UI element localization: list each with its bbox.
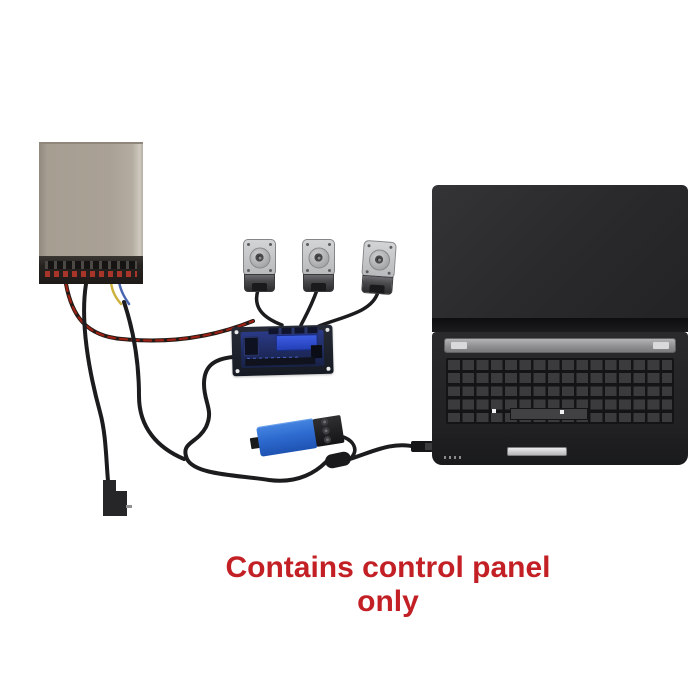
- adapter-terminal-block: [312, 414, 345, 447]
- keyboard: [446, 358, 674, 424]
- screw-icon: [328, 269, 331, 272]
- motor-rotor: [249, 247, 270, 268]
- power-supply-body: [39, 142, 143, 256]
- power-plug-prong: [126, 505, 132, 508]
- cable-motor-3: [317, 290, 380, 328]
- motor-body: [361, 274, 394, 296]
- screw-icon: [365, 270, 369, 274]
- terminal-screws: [45, 261, 137, 269]
- motor-faceplate: [302, 239, 335, 276]
- motor-shaft: [255, 253, 264, 262]
- board-bottom-connector: [245, 357, 316, 366]
- power-supply-terminal-strip: [39, 256, 143, 284]
- screw-icon: [269, 243, 272, 246]
- cable-power-red: [64, 282, 255, 342]
- power-supply: [39, 142, 143, 284]
- cable-motor-2: [299, 288, 319, 327]
- laptop-deck: [432, 332, 688, 465]
- cable-motor-1: [254, 288, 284, 327]
- screw-icon: [235, 369, 240, 374]
- motor-body: [303, 274, 334, 292]
- screw-icon: [328, 243, 331, 246]
- laptop-lid: [432, 185, 688, 318]
- key-highlight: [560, 410, 564, 414]
- power-plug: [103, 480, 127, 516]
- board-chip: [243, 336, 260, 357]
- terminal-screw-icon: [322, 426, 331, 435]
- stepper-motor-3: [360, 239, 397, 296]
- screw-icon: [367, 244, 371, 248]
- screw-icon: [306, 243, 309, 246]
- terminal-screw-icon: [323, 435, 332, 444]
- screw-icon: [326, 366, 331, 371]
- wire-blue: [117, 280, 131, 306]
- board-pcb: [240, 327, 325, 369]
- screw-icon: [247, 269, 250, 272]
- speaker-grille: [444, 338, 676, 353]
- status-leds: [444, 456, 462, 459]
- stepper-motor-1: [243, 239, 276, 292]
- caption-text: Contains control panel only: [225, 551, 551, 618]
- motor-rotor: [367, 248, 391, 271]
- screw-icon: [234, 330, 239, 335]
- control-board: [231, 324, 334, 377]
- cable-power-black-base: [64, 282, 255, 343]
- screw-icon: [389, 245, 393, 249]
- usb-plug-collar: [425, 443, 433, 450]
- laptop: [432, 185, 688, 465]
- ferrite-bead: [325, 451, 351, 469]
- screw-icon: [247, 243, 250, 246]
- touchpad-button: [507, 447, 567, 456]
- motor-rotor: [308, 247, 329, 268]
- motor-faceplate: [361, 239, 397, 280]
- cable-ac-cord: [82, 282, 110, 483]
- screw-icon: [306, 269, 309, 272]
- key-highlight: [492, 409, 496, 413]
- spacebar: [510, 408, 588, 420]
- motor-shaft: [374, 255, 384, 264]
- cable-to-laptop: [348, 443, 418, 461]
- screw-icon: [269, 269, 272, 272]
- laptop-hinge: [432, 318, 688, 332]
- cable-board-to-adapter: [183, 355, 328, 483]
- cable-psu-lower: [122, 300, 186, 461]
- motor-body: [244, 274, 275, 292]
- terminal-screw-icon: [320, 417, 329, 426]
- screw-icon: [387, 271, 391, 275]
- motor-shaft: [314, 253, 323, 262]
- stepper-motor-2: [302, 239, 335, 292]
- speaker-tab: [451, 342, 467, 349]
- motor-faceplate: [243, 239, 276, 276]
- speaker-tab: [653, 342, 669, 349]
- terminal-red-marks: [45, 271, 137, 277]
- screw-icon: [325, 327, 330, 332]
- wire-yellow: [109, 280, 123, 306]
